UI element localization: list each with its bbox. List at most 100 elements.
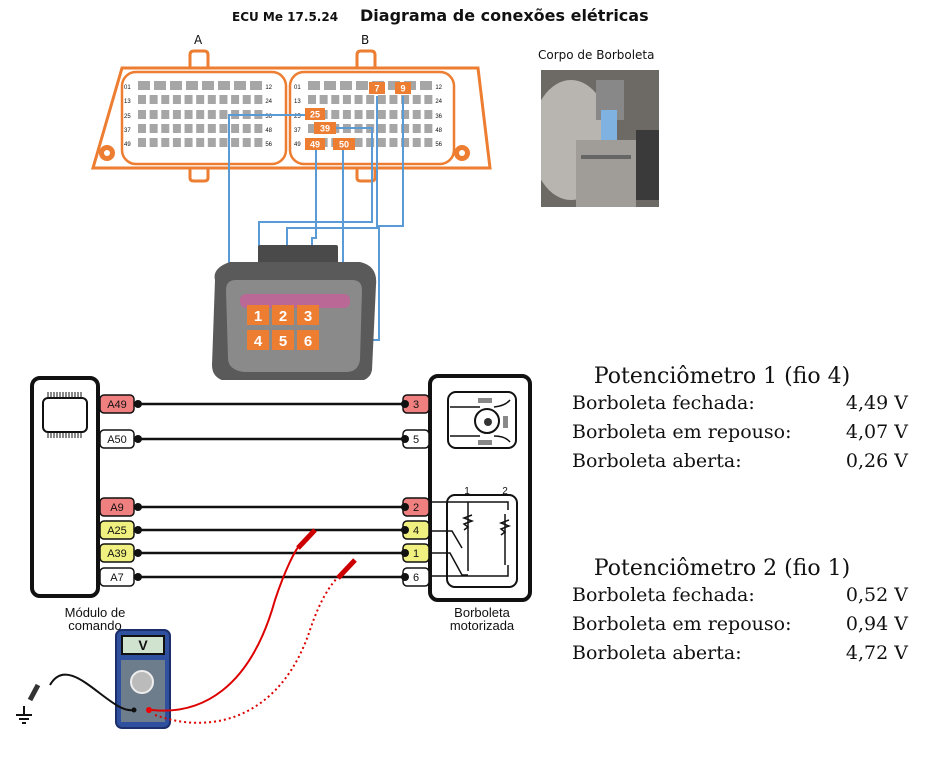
pin-slot [366,95,375,104]
row-label: 36 [265,114,272,120]
throttle-body-photo [541,70,659,207]
connector-pin-1 [247,305,269,325]
connector-a-label: A [194,33,203,47]
pin-25 [305,108,325,120]
pin-slot [366,110,375,119]
ecu-pin-label: A25 [107,525,127,537]
row-label: 12 [265,85,272,91]
pin-slot [254,95,263,104]
pin-slot [234,81,246,90]
pin-slot [207,124,216,133]
pin-slot [389,95,398,104]
pin-slot [149,95,158,104]
row-label: 01 [294,85,301,91]
pin-grid-a [138,81,263,147]
ecu-pin-label: A7 [110,572,123,584]
pin-slot [354,95,363,104]
ecu-connector-diagram: 0113253749011325374912243648561224364856… [91,49,492,380]
photo-caption: Corpo de Borboleta [538,48,655,62]
pin-49 [305,138,325,150]
pin-slot [342,95,351,104]
pin-slot [308,81,320,90]
tb-pin-label: 1 [413,548,419,560]
pin-slot [308,95,316,104]
pin-slot [331,110,340,119]
pin-slot [196,95,205,104]
pin-slot [231,124,240,133]
ecu-model-label: ECU Me 17.5.24 [232,10,339,24]
tb-pin-label: 3 [413,399,419,411]
pin-slot [412,95,421,104]
pin-slot [388,81,400,90]
tb-pin-label: 5 [413,434,419,446]
reading-value: 0,52 V [845,584,908,606]
pin-slot [401,124,410,133]
pin-slot [324,81,336,90]
reading-value: 0,26 V [845,450,908,472]
connector-pin-2 [272,305,294,325]
connector-pin-label-5: 5 [279,333,287,350]
multimeter-dial [130,670,154,694]
reading-label: Borboleta em repouso: [572,613,792,635]
connector-pin-6 [297,330,319,350]
pot2-readings: Potenciômetro 2 (fio 1) Borboleta fechad… [572,556,908,668]
multimeter: V [115,629,171,729]
pin-slot [219,95,228,104]
red-probe-lead-alt [154,574,341,724]
pin-slot [389,124,398,133]
pin-slot [389,138,398,147]
pin-slot [196,138,205,147]
pin-slot [412,138,421,147]
pin-slot [254,138,263,147]
pin-slot [412,110,421,119]
pin-slot [377,124,386,133]
pin-50 [333,138,355,150]
connector-pin-5 [272,330,294,350]
row-label: 56 [265,142,272,148]
row-label: 56 [435,142,442,148]
pin-slot [170,81,182,90]
pin-slot [377,95,386,104]
pin-slot [319,95,328,104]
pin-slot [308,124,316,133]
tb-pin-label: 6 [413,572,419,584]
pin-slot [184,95,193,104]
connector-pin-label-6: 6 [304,333,312,350]
row-label: 37 [124,128,131,134]
row-label: 36 [435,114,442,120]
pin-slot [254,124,263,133]
row-label: 48 [435,128,442,134]
row-label: 25 [124,114,131,120]
pin-slot [401,110,410,119]
reading-label: Borboleta aberta: [572,642,742,664]
pin-slot [218,81,230,90]
pin-slot [242,138,251,147]
reading-value: 4,07 V [845,421,908,443]
pin-9 [395,82,411,94]
row-label: 49 [294,142,301,148]
pot-label-2: 2 [502,486,508,497]
pin-slot [149,138,158,147]
ground-symbol-icon [16,706,32,724]
connector-pin-label-4: 4 [254,333,263,350]
motor-icon [447,391,517,449]
throttle-caption-line1: Borboleta [454,605,510,620]
row-label: 12 [435,85,442,91]
pin-label-50: 50 [339,140,349,150]
pin-slot [196,110,205,119]
reading-value: 4,72 V [845,642,908,664]
throttle-connector-photo [212,245,377,380]
connector-a-bay [120,70,288,166]
connector-pin-label-2: 2 [279,308,287,325]
diagram-title: Diagrama de conexões elétricas [360,6,649,25]
connector-b-label: B [361,33,370,47]
multimeter-mode: V [138,637,148,653]
reading-label: Borboleta fechada: [572,392,755,414]
pin-slot [161,138,170,147]
red-probe-tip [296,528,317,550]
row-label: 49 [124,142,131,148]
pin-slot [340,81,352,90]
pin-slot [149,110,158,119]
